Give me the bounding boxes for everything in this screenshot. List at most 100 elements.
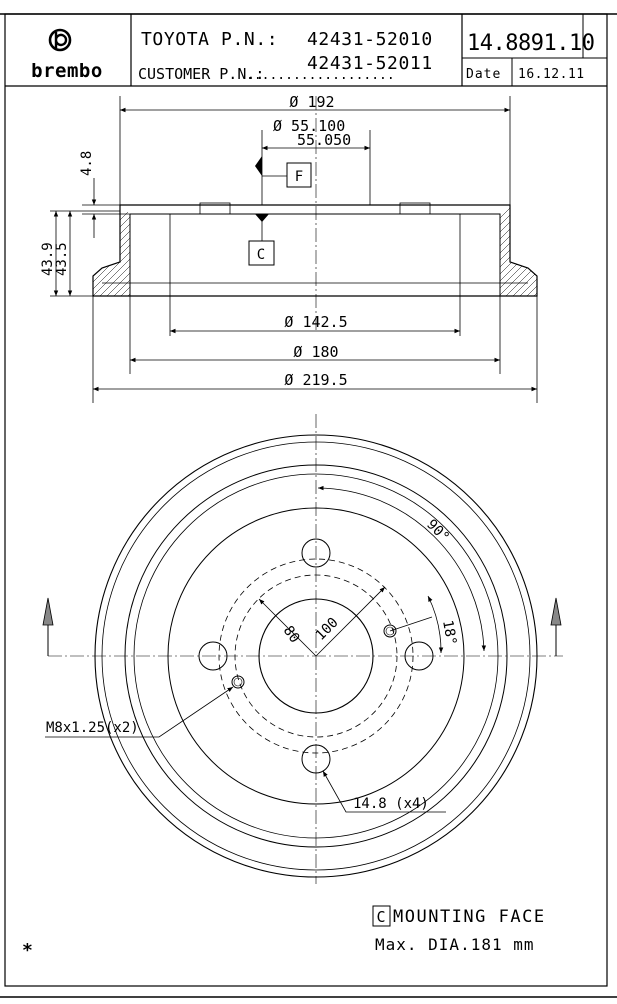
front-view: 80 100 90° 18° M8x1.25(x2) 14.8 (x4)	[42, 414, 563, 884]
mounting-datum-box	[372, 905, 391, 927]
hatch-line	[558, 200, 617, 300]
hatch-line	[319, 205, 421, 296]
datum-f-box	[286, 162, 312, 188]
pcd-100-circle	[218, 558, 414, 754]
dim-180-label: Ø 180	[293, 343, 338, 361]
asterisk-mark: *	[22, 940, 33, 961]
dim-height-b-label: 43.5	[54, 242, 70, 276]
view-arrow-right-icon	[550, 597, 562, 656]
dim-192-label: Ø 192	[289, 93, 334, 111]
sheet-border	[4, 13, 608, 987]
mounting-face-note: MOUNTING FACE	[393, 907, 546, 927]
hatch-line	[361, 205, 463, 296]
hatch-line	[593, 200, 617, 300]
hole-note-label: 14.8 (x4)	[353, 796, 429, 812]
hatch-line	[256, 205, 358, 296]
hatch-line	[193, 205, 295, 296]
mounting-datum-label: C	[376, 908, 385, 926]
drum-inner-circle	[124, 464, 508, 848]
title-block: brembo TOYOTA P.N.: 42431-52010 CUSTOMER…	[5, 14, 607, 87]
dim-55-upper-label: Ø 55.100	[273, 117, 345, 135]
hatch-line	[326, 205, 428, 296]
section-hatching	[93, 200, 617, 300]
hatch-line	[200, 205, 302, 296]
angle-90-arc	[317, 485, 487, 652]
thread-leader	[45, 686, 234, 738]
side-section-view: Ø 192 Ø 55.100 55.050 F C 4.8 43.9 43.5 …	[40, 93, 617, 403]
datum-f-marker	[255, 156, 262, 176]
dim-80-line	[258, 598, 317, 657]
angle-18-arc	[427, 595, 444, 654]
hatch-line	[270, 205, 372, 296]
datum-c-box	[248, 240, 275, 266]
hatch-line	[298, 205, 400, 296]
dim-142-label: Ø 142.5	[284, 313, 347, 331]
hatch-line	[144, 205, 246, 296]
stud-hole-bottom	[301, 744, 331, 774]
hole-leader	[322, 770, 446, 813]
oem-pn-label: TOYOTA P.N.:	[141, 29, 278, 50]
hatch-line	[340, 205, 442, 296]
hatch-line	[536, 205, 537, 296]
hatch-line	[515, 205, 537, 296]
brembo-logo-icon: brembo	[31, 28, 102, 82]
stud-hole-right	[399, 202, 431, 215]
hatch-line	[508, 205, 537, 296]
hatch-line	[403, 205, 505, 296]
pcd-80-label: 80	[280, 623, 303, 646]
hatch-line	[95, 205, 197, 296]
hatch-line	[586, 200, 617, 300]
drum-edge-circle	[101, 441, 531, 871]
max-diameter-note: Max. DIA.181 mm	[375, 935, 535, 954]
hatch-line	[565, 200, 617, 300]
angle-90-label: 90°	[423, 517, 452, 546]
hatch-line	[347, 205, 449, 296]
hatch-line	[354, 205, 456, 296]
drum-bore-circle	[133, 473, 499, 839]
hatch-line	[235, 205, 337, 296]
pcd-100-label: 100	[313, 615, 342, 644]
date-value: 16.12.11	[518, 67, 585, 82]
hatch-line	[291, 205, 393, 296]
drum-outer-circle	[94, 434, 538, 878]
hat-circle	[167, 507, 465, 805]
hatch-line	[151, 205, 253, 296]
view-arrow-left-icon	[42, 597, 54, 656]
dim-219-label: Ø 219.5	[284, 371, 347, 389]
hatch-line	[396, 205, 498, 296]
customer-part-number: 42431-52011	[307, 53, 433, 74]
hatch-line	[116, 205, 218, 296]
hatch-line	[410, 205, 512, 296]
angle-18-label: 18°	[439, 619, 459, 647]
hatch-line	[382, 205, 484, 296]
hatch-line	[544, 200, 617, 300]
center-bore-circle	[258, 598, 374, 714]
hatch-line	[600, 200, 617, 300]
stud-hole-left	[198, 641, 228, 671]
hatch-line	[284, 205, 386, 296]
thread-note-label: M8x1.25(x2)	[46, 720, 139, 736]
oem-part-number: 42431-52010	[307, 29, 433, 50]
dim-height-a-label: 43.9	[40, 242, 56, 276]
hatch-line	[607, 200, 617, 300]
hatch-line	[228, 205, 330, 296]
date-label: Date	[466, 67, 501, 82]
hatch-line	[389, 205, 491, 296]
customer-pn-dots: ...................	[246, 68, 395, 83]
customer-pn-label: CUSTOMER P.N.:	[138, 65, 264, 83]
pcd-80-circle	[234, 574, 398, 738]
hatch-line	[186, 205, 288, 296]
hatch-line	[277, 205, 379, 296]
hatch-line	[123, 205, 225, 296]
hatch-line	[263, 205, 365, 296]
hatch-line	[93, 205, 190, 296]
hatch-line	[529, 205, 537, 296]
hatch-line	[501, 205, 537, 296]
datum-f-label: F	[295, 169, 303, 185]
hatch-line	[375, 205, 477, 296]
stud-hole-left	[199, 202, 231, 215]
hatch-line	[130, 205, 232, 296]
hatch-line	[165, 205, 267, 296]
